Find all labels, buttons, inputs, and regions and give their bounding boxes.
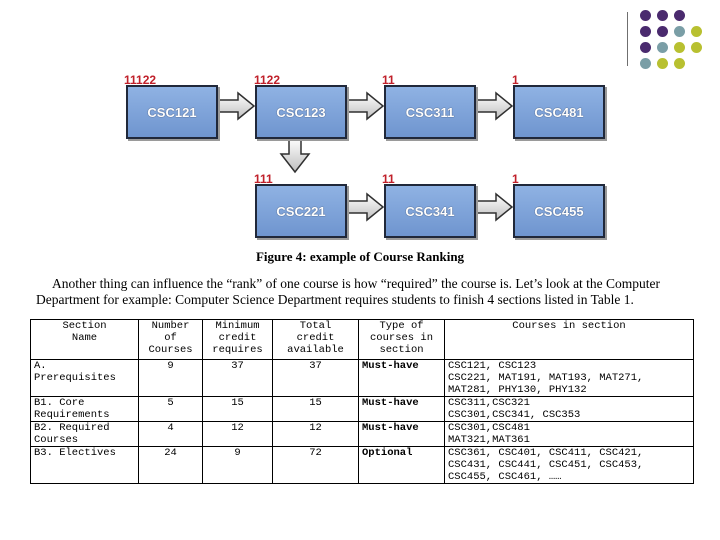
type-cell: Must-have bbox=[358, 396, 445, 422]
minimum-credit-cell: 15 bbox=[202, 396, 273, 422]
arrow-right-icon bbox=[347, 192, 385, 222]
number-cell: 9 bbox=[138, 359, 203, 397]
total-credit-cell: 12 bbox=[272, 421, 359, 447]
rank-label: 11122 bbox=[124, 73, 157, 87]
rank-label: 1 bbox=[512, 73, 519, 87]
course-box: CSC121 bbox=[126, 85, 218, 139]
section-name-cell: A.Prerequisites bbox=[30, 359, 139, 397]
course-box: CSC481 bbox=[513, 85, 605, 139]
rank-label: 111 bbox=[254, 172, 273, 186]
rank-label: 1 bbox=[512, 172, 519, 186]
paragraph-line: Another thing can influence the “rank” o… bbox=[52, 276, 661, 291]
total-credit-cell: 37 bbox=[272, 359, 359, 397]
paragraph-line: Department for example: Computer Science… bbox=[36, 292, 634, 307]
type-cell: Optional bbox=[358, 446, 445, 484]
section-name-cell: B3. Electives bbox=[30, 446, 139, 484]
arrow-right-icon bbox=[476, 91, 514, 121]
type-cell: Must-have bbox=[358, 421, 445, 447]
course-box: CSC455 bbox=[513, 184, 605, 238]
course-box: CSC341 bbox=[384, 184, 476, 238]
minimum-credit-cell: 9 bbox=[202, 446, 273, 484]
decorative-dot-grid bbox=[640, 10, 710, 70]
rank-label: 1122 bbox=[254, 73, 281, 87]
arrow-right-icon bbox=[218, 91, 256, 121]
course-box: CSC123 bbox=[255, 85, 347, 139]
minimum-credit-cell: 12 bbox=[202, 421, 273, 447]
number-cell: 24 bbox=[138, 446, 203, 484]
figure-caption: Figure 4: example of Course Ranking bbox=[255, 249, 465, 264]
table-row: B3. Electives 24 9 72 Optional CSC361, C… bbox=[30, 446, 694, 484]
courses-cell: CSC361, CSC401, CSC411, CSC421,CSC431, C… bbox=[444, 446, 694, 484]
table-row: A.Prerequisites 9 37 37 Must-have CSC121… bbox=[30, 359, 694, 397]
course-box: CSC221 bbox=[255, 184, 347, 238]
arrow-right-icon bbox=[347, 91, 385, 121]
type-cell: Must-have bbox=[358, 359, 445, 397]
arrow-right-icon bbox=[476, 192, 514, 222]
minimum-credit-cell: 37 bbox=[202, 359, 273, 397]
number-cell: 5 bbox=[138, 396, 203, 422]
rank-label: 11 bbox=[382, 172, 395, 186]
course-ranking-diagram: 11122 1122 11 1 111 11 1 CSC121 CSC123 C… bbox=[0, 0, 720, 264]
rank-label: 11 bbox=[382, 73, 395, 87]
column-header: Courses in section bbox=[444, 319, 694, 360]
arrow-down-icon bbox=[279, 137, 311, 174]
number-cell: 4 bbox=[138, 421, 203, 447]
divider-line bbox=[627, 12, 628, 66]
total-credit-cell: 72 bbox=[272, 446, 359, 484]
body-paragraph: Another thing can influence the “rank” o… bbox=[36, 276, 696, 308]
total-credit-cell: 15 bbox=[272, 396, 359, 422]
diagram-arrows bbox=[218, 91, 514, 222]
course-box: CSC311 bbox=[384, 85, 476, 139]
